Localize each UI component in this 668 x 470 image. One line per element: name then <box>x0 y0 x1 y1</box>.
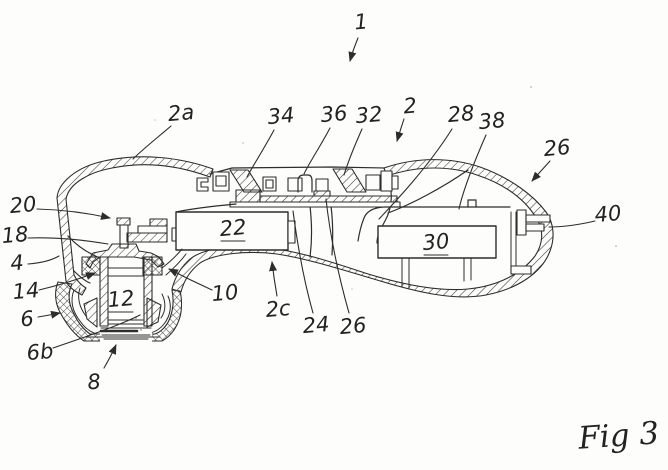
motor-box <box>175 211 289 251</box>
ref-label-8: 8 <box>86 369 101 394</box>
switch-block-1-inner <box>215 175 227 187</box>
battery-leg-right <box>463 257 472 282</box>
connector-block <box>516 209 527 236</box>
figure-caption: Fig 3 <box>576 415 660 457</box>
leader-36 <box>303 127 331 175</box>
ref-label-24: 24 <box>302 312 331 338</box>
motor-end-cap <box>287 220 296 244</box>
ref-label-32: 32 <box>355 102 384 128</box>
ref-label-26-right: 26 <box>543 135 572 161</box>
switch-wedge-right <box>332 168 367 193</box>
switch-wedge-left <box>229 169 263 193</box>
connector-pin-upper <box>525 214 551 223</box>
ref-label-12: 12 <box>107 286 136 312</box>
switch-block-5 <box>365 174 381 191</box>
leader-20 <box>36 208 111 220</box>
leader-24 <box>292 210 314 314</box>
leader-6b <box>52 314 141 349</box>
ref-label-38: 38 <box>478 108 507 134</box>
leader-6 <box>37 310 61 319</box>
cup-channel-line-2 <box>165 253 187 276</box>
ref-label-30: 30 <box>422 229 451 255</box>
leader-2a <box>132 125 172 160</box>
bowl-membrane-right-inner <box>160 293 166 319</box>
leader-18 <box>27 237 109 245</box>
ref-label-2: 2 <box>402 93 417 118</box>
switch-block-6 <box>380 170 393 192</box>
inner-dome-line <box>387 169 469 214</box>
leader-10 <box>168 268 213 291</box>
leader-38 <box>458 134 487 210</box>
switch-subplate <box>229 201 401 208</box>
switch-block-7 <box>391 175 399 190</box>
battery-leg-left <box>401 257 410 289</box>
ref-label-2a: 2a <box>167 100 195 126</box>
ref-label-10: 10 <box>211 280 240 306</box>
ref-label-26-bottom: 26 <box>339 313 368 339</box>
ref-label-6: 6 <box>19 306 34 331</box>
drive-shaft <box>126 232 168 243</box>
switch-post <box>297 174 313 193</box>
ref-label-18: 18 <box>1 222 30 248</box>
leader-1 <box>348 37 359 62</box>
leader-14 <box>38 272 96 291</box>
inner-wall-left-lower <box>73 270 91 284</box>
leader-40 <box>548 220 596 228</box>
switch-assembly <box>196 168 401 208</box>
ref-label-22: 22 <box>219 215 248 241</box>
ref-label-40: 40 <box>594 201 623 227</box>
drive-rail-block <box>149 218 168 227</box>
leader-34 <box>246 129 275 178</box>
end-bracket-flange <box>510 265 532 275</box>
battery-assembly <box>357 199 532 289</box>
drive-bracket-cap <box>116 217 131 226</box>
applicator-cup-assembly <box>55 243 187 342</box>
ref-label-28: 28 <box>447 101 476 127</box>
cup-bowl <box>55 281 183 342</box>
switch-plate-bump <box>313 190 331 197</box>
bowl-membrane-left-inner <box>78 287 87 317</box>
cup-cap <box>85 243 165 269</box>
shell-top-rail <box>209 166 385 175</box>
battery-box <box>377 225 497 259</box>
bowl-membrane-left-outer <box>71 289 95 334</box>
leader-28 <box>378 128 453 220</box>
housing-neck-left <box>309 205 313 258</box>
ref-label-4: 4 <box>9 250 24 275</box>
connector-pin-lower <box>525 223 545 232</box>
housing-neck-right <box>330 205 334 256</box>
leader-32 <box>343 128 363 176</box>
ref-label-36: 36 <box>320 101 349 127</box>
drive-assembly <box>116 203 296 251</box>
connector-socket <box>516 209 551 236</box>
leader-8 <box>103 344 117 369</box>
ref-label-2c: 2c <box>265 296 292 322</box>
cup-channel-line-1 <box>161 248 183 269</box>
leader-4 <box>27 255 60 265</box>
plate-to-motor-line <box>175 203 237 213</box>
leader-2 <box>395 118 405 142</box>
ref-label-34: 34 <box>267 103 296 129</box>
battery-bay-top <box>357 206 511 242</box>
switch-block-2-inner <box>265 179 274 189</box>
leader-26-bottom <box>325 198 350 314</box>
drive-rail <box>137 225 168 234</box>
switch-bracket <box>196 177 209 192</box>
paper-specks <box>154 86 617 290</box>
switch-block-3 <box>287 177 303 192</box>
ref-label-6b: 6b <box>26 339 55 365</box>
ref-label-14: 14 <box>12 278 41 304</box>
end-bracket <box>510 211 517 267</box>
bowl-wedge-left <box>83 297 98 328</box>
bowl-membrane-right-outer <box>149 295 171 334</box>
switch-block-4 <box>315 178 329 192</box>
ref-label-20: 20 <box>9 192 38 218</box>
leader-2c <box>269 261 278 297</box>
leader-26-right <box>531 160 551 182</box>
ref-label-1: 1 <box>353 9 368 34</box>
battery-bay-bump <box>467 199 477 208</box>
